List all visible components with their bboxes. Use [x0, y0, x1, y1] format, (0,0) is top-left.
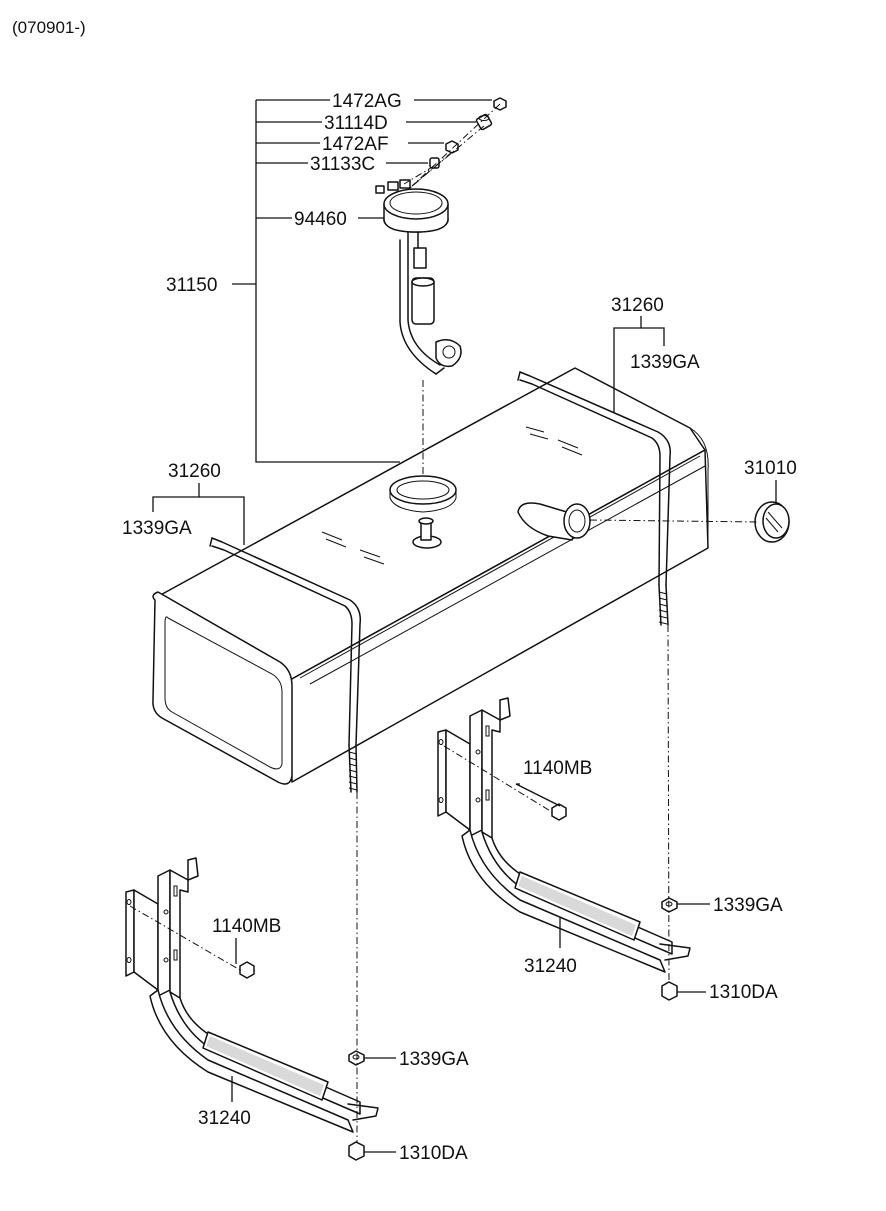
label-94460: 94460 [294, 209, 347, 230]
label-1472AG: 1472AG [332, 91, 402, 112]
label-1339GA-right-top: 1339GA [630, 352, 700, 373]
label-1140MB-left: 1140MB [212, 916, 281, 937]
strap-31260-right [517, 371, 671, 626]
label-31150: 31150 [166, 275, 217, 296]
nut-1339GA-right-bottom [661, 897, 678, 913]
pump-opening-ring [389, 475, 457, 513]
label-1339GA-left-top: 1339GA [122, 518, 192, 539]
filler-neck [517, 502, 591, 541]
label-1310DA-right: 1310DA [709, 982, 778, 1003]
bracket-31240-right [437, 697, 691, 973]
fuel-cap-31010 [754, 501, 790, 543]
fitting-1472AF [445, 140, 459, 154]
drain-fitting [412, 517, 442, 549]
fitting-31133C [429, 157, 440, 169]
alignment-lines [129, 103, 759, 1142]
label-1339GA-left-bottom: 1339GA [399, 1049, 469, 1070]
part-labels: 1472AG 31114D 1472AF 31133C 94460 31150 … [122, 91, 797, 1164]
label-31260-right: 31260 [611, 295, 664, 316]
strap-31260-left [209, 537, 362, 793]
fuel-pump-94460 [375, 179, 462, 375]
label-1472AF: 1472AF [322, 134, 389, 155]
fuel-tank-31150 [152, 367, 709, 785]
label-31133C: 31133C [310, 154, 375, 175]
nut-1140MB-right [551, 803, 567, 821]
nut-1310DA-right [661, 981, 678, 1001]
nut-1140MB-left [239, 961, 255, 979]
label-31010: 31010 [744, 458, 797, 479]
label-1140MB-right: 1140MB [523, 758, 592, 779]
fitting-31114D [475, 113, 493, 131]
bracket-31240-left [125, 857, 379, 1133]
label-1339GA-right-bottom: 1339GA [713, 895, 783, 916]
label-1310DA-left: 1310DA [399, 1143, 468, 1164]
label-31240-left: 31240 [198, 1108, 251, 1129]
leader-lines [152, 99, 777, 1153]
label-31114D: 31114D [324, 113, 388, 134]
label-31260-left: 31260 [168, 461, 221, 482]
diagram-code: (070901-) [12, 18, 86, 37]
nut-1310DA-left [348, 1141, 365, 1161]
label-31240-right: 31240 [524, 956, 577, 977]
